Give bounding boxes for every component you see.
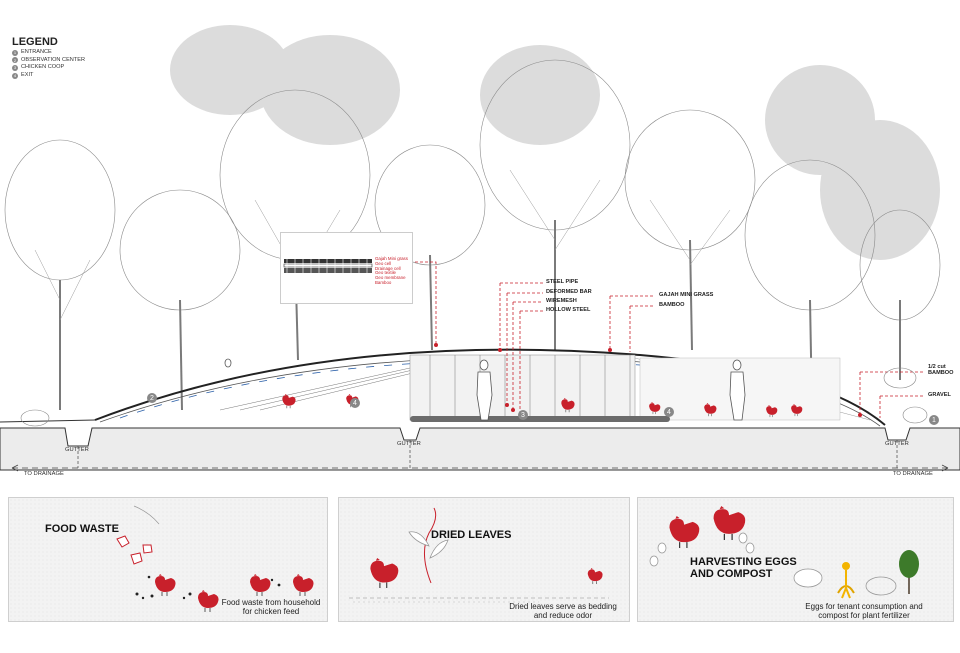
panel-harvesting: HARVESTING EGGS AND COMPOST Eggs for ten… bbox=[637, 497, 954, 622]
hen-icon bbox=[703, 402, 717, 417]
panel-description-line: for chicken feed bbox=[242, 607, 300, 616]
roof-layer: Bamboo bbox=[375, 279, 392, 285]
callout-gravel: GRAVEL bbox=[928, 392, 951, 398]
hen-icon bbox=[712, 506, 747, 540]
legend-marker: 4 bbox=[12, 72, 18, 79]
hen-icon bbox=[154, 574, 176, 596]
hen-icon bbox=[560, 397, 575, 413]
panel-food-waste: FOOD WASTE Food waste from household for… bbox=[8, 497, 328, 622]
drainage-flow-line bbox=[119, 360, 641, 419]
panel-dried-leaves: DRIED LEAVES Dried leaves serve as beddi… bbox=[338, 497, 630, 622]
panel-description-line: Eggs for tenant consumption and bbox=[805, 602, 923, 611]
callout-wiremesh: WIREMESH bbox=[546, 298, 577, 304]
gutter-label: GUTTER bbox=[397, 441, 421, 447]
hen-icon bbox=[292, 574, 314, 596]
callout-steel-pipe: STEEL PIPE bbox=[546, 279, 579, 285]
hen-icon bbox=[790, 403, 803, 417]
legend-title: LEGEND bbox=[12, 36, 58, 48]
panel-title: DRIED LEAVES bbox=[431, 529, 512, 541]
hen-icon bbox=[587, 568, 603, 584]
legend-marker: 3 bbox=[12, 64, 18, 71]
roof-layer: Geo textile bbox=[375, 270, 396, 276]
ground-section bbox=[0, 427, 960, 471]
callout-gajah-mini-grass: GAJAH MINI GRASS bbox=[659, 292, 714, 298]
legend-label: EXIT bbox=[21, 71, 34, 78]
roof-layer: Gajah Mini grass bbox=[375, 256, 408, 261]
gutter-label: GUTTER bbox=[65, 447, 89, 453]
hen-icon bbox=[648, 401, 661, 415]
panel-description: Dried leaves serve as bedding and reduce… bbox=[499, 602, 627, 620]
floor-gravel bbox=[410, 416, 670, 422]
callout-leaders bbox=[410, 261, 925, 418]
panel-title-line: HARVESTING EGGS bbox=[690, 556, 797, 568]
legend-marker: 1 bbox=[12, 49, 18, 56]
hen-icon bbox=[765, 404, 778, 418]
panel-title-line: AND COMPOST bbox=[690, 568, 773, 580]
legend-label: ENTRANCE bbox=[21, 49, 52, 55]
panel-description-line: Dried leaves serve as bedding bbox=[509, 602, 617, 611]
panel-description-line: compost for plant fertilizer bbox=[818, 611, 910, 620]
roof-layer: Drainage cell bbox=[375, 265, 401, 271]
legend-label: CHICKEN COOP bbox=[21, 64, 65, 71]
roof-layer-list: Gajah Mini grass Geo cell Drainage cell … bbox=[375, 256, 408, 286]
to-drainage-label: TO DRAINAGE bbox=[24, 471, 64, 477]
marker-exit: 4 bbox=[664, 407, 674, 417]
marker-entrance: 1 bbox=[929, 415, 939, 425]
to-drainage-label: TO DRAINAGE bbox=[893, 471, 933, 477]
panel-description: Eggs for tenant consumption and compost … bbox=[784, 602, 944, 620]
hen-icon bbox=[369, 558, 399, 588]
panel-title: FOOD WASTE bbox=[45, 523, 119, 535]
panel-description: Food waste from household for chicken fe… bbox=[217, 598, 325, 616]
people bbox=[224, 358, 746, 421]
legend-marker: 2 bbox=[12, 57, 18, 64]
panel-title: HARVESTING EGGS AND COMPOST bbox=[690, 556, 797, 580]
callout-half-cut-line2: BAMBOO bbox=[928, 370, 954, 376]
roof-layer: Geo cell bbox=[375, 260, 392, 266]
marker-coop: 3 bbox=[518, 410, 528, 420]
panel-description-line: and reduce odor bbox=[533, 611, 593, 620]
hen-icon bbox=[281, 393, 296, 409]
marker-observation: 2 bbox=[147, 393, 157, 403]
callout-half-cut-line1: 1/2 cut bbox=[928, 364, 946, 370]
roof-detail-inset: Gajah Mini grass Geo cell Drainage cell … bbox=[280, 232, 413, 304]
callout-hollow-steel: HOLLOW STEEL bbox=[546, 307, 591, 313]
hen-icon bbox=[668, 516, 700, 548]
hen-icon bbox=[249, 574, 271, 596]
legend-label: OBSERVATION CENTER bbox=[21, 56, 86, 63]
gutter-label: GUTTER bbox=[885, 441, 909, 447]
callout-deformed-bar: DEFORMED BAR bbox=[546, 289, 592, 295]
roof-layer: Geo membrane bbox=[375, 275, 406, 281]
marker-exit: 4 bbox=[350, 398, 360, 408]
panel-description-line: Food waste from household bbox=[221, 598, 321, 607]
callout-bamboo: BAMBOO bbox=[659, 302, 685, 308]
